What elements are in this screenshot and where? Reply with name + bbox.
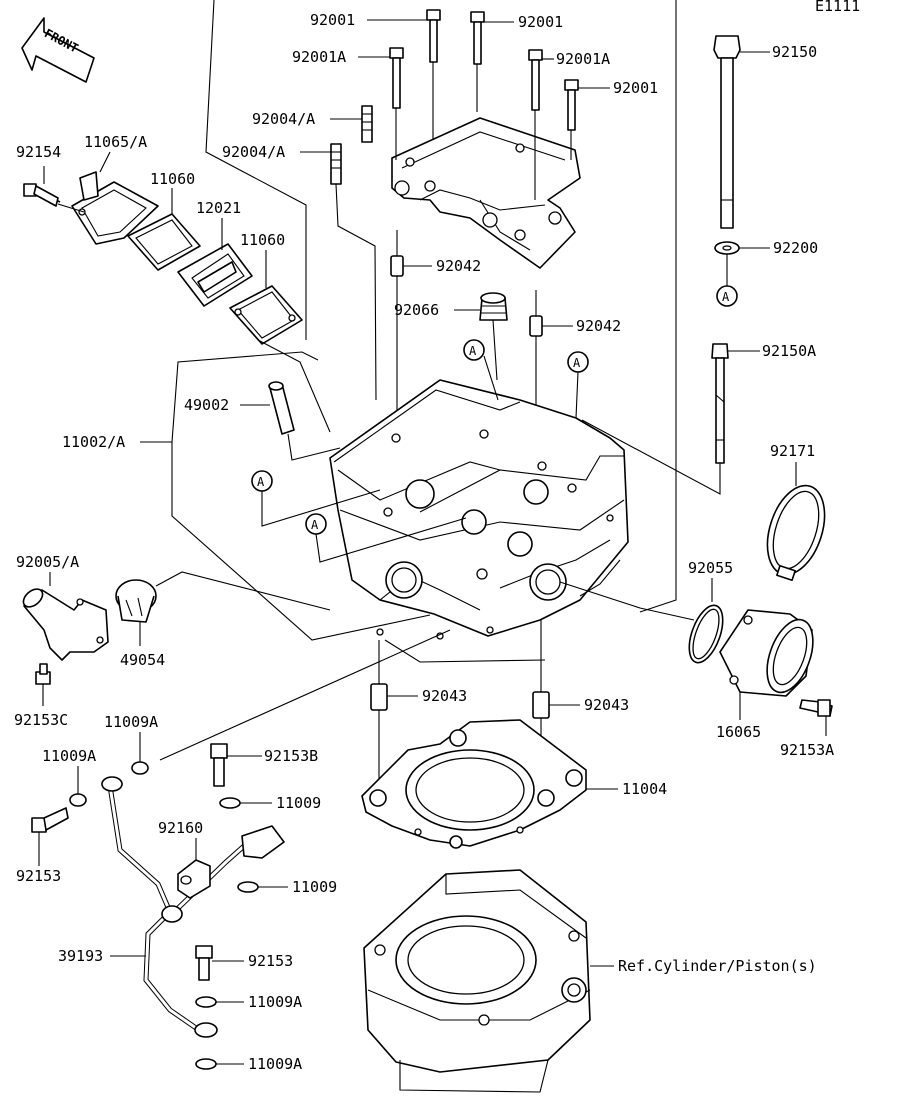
label-92001A: 92001A	[292, 48, 346, 66]
label-11009A: 11009A	[104, 713, 158, 731]
label-92042: 92042	[576, 317, 621, 335]
label-92001A: 92001A	[556, 50, 610, 68]
outline-frame-lines	[171, 0, 677, 663]
washer-11009A-3	[195, 996, 217, 1008]
diagram-code: E1111	[815, 0, 860, 15]
washer-11009-1	[219, 797, 241, 809]
cylinder-head-11002	[329, 379, 629, 640]
bolt-92153-bottom	[195, 945, 213, 981]
label-92153C: 92153C	[14, 711, 68, 729]
label-92200: 92200	[773, 239, 818, 257]
label-92042: 92042	[436, 257, 481, 275]
bolt-92001-3	[564, 79, 579, 131]
label-92001: 92001	[518, 13, 563, 31]
dowel-pin-92042-1	[390, 255, 404, 277]
washer-92200	[714, 241, 740, 255]
part-labels: 92001 92001 92001A 92001A 92001 92150 92…	[14, 11, 834, 1073]
bolt-92153C	[35, 663, 51, 685]
cylinder-reference	[363, 869, 591, 1093]
dowel-92043-2	[532, 691, 550, 719]
label-92004A: 92004/A	[222, 143, 285, 161]
label-92150A: 92150A	[762, 342, 816, 360]
dowel-92043-1	[370, 683, 388, 711]
stud-bolt-92150A	[711, 343, 729, 464]
bolt-92153-left	[31, 807, 69, 833]
label-11009A: 11009A	[42, 747, 96, 765]
label-92001: 92001	[310, 11, 355, 29]
label-92150: 92150	[772, 43, 817, 61]
label-11004: 11004	[622, 780, 667, 798]
label-92153A: 92153A	[780, 741, 834, 759]
label-92001: 92001	[613, 79, 658, 97]
bolt-92001-2	[470, 11, 485, 65]
head-gasket-11004	[361, 719, 587, 849]
front-arrow-icon: FRONT	[21, 17, 95, 83]
label-39193: 39193	[58, 947, 103, 965]
washer-11009A-2	[69, 793, 87, 807]
label-92153B: 92153B	[264, 747, 318, 765]
ref-marker-a: A	[257, 475, 265, 489]
bolt-92153B	[210, 743, 228, 787]
camshaft-holder	[391, 117, 581, 269]
label-92043: 92043	[422, 687, 467, 705]
stud-bolt-92150	[713, 35, 741, 229]
label-92154: 92154	[16, 143, 61, 161]
thermostat-49054	[115, 579, 157, 623]
ref-marker-group: A A A A	[251, 339, 589, 563]
ref-marker-a: A	[469, 344, 477, 358]
leader-lines	[395, 62, 572, 200]
label-92043: 92043	[584, 696, 629, 714]
label-92055: 92055	[688, 559, 733, 577]
label-11009A: 11009A	[248, 1055, 302, 1073]
label-16065: 16065	[716, 723, 761, 741]
label-92004A: 92004/A	[252, 110, 315, 128]
label-12021: 12021	[196, 199, 241, 217]
dowel-pin-92042-2	[529, 315, 543, 337]
clamp-92171	[766, 484, 826, 582]
bolt-92001A-2	[528, 49, 543, 111]
o-ring-92055	[688, 604, 724, 664]
label-11060: 11060	[240, 231, 285, 249]
dowel-92004-1	[361, 105, 373, 143]
label-92171: 92171	[770, 442, 815, 460]
ref-marker-a: A	[573, 356, 581, 370]
bolt-92154	[23, 183, 61, 207]
reed-valve-12021	[177, 243, 253, 307]
label-92005A: 92005/A	[16, 553, 79, 571]
ref-marker-a: A	[311, 518, 319, 532]
washer-11009A-1	[131, 761, 149, 775]
cover-11065	[71, 171, 159, 245]
label-11065A: 11065/A	[84, 133, 147, 151]
water-outlet-92005	[22, 588, 109, 661]
label-92066: 92066	[394, 301, 439, 319]
label-92153: 92153	[16, 867, 61, 885]
label-11002A: 11002/A	[62, 433, 125, 451]
label-92153: 92153	[248, 952, 293, 970]
label-ref-cylinder-piston: Ref.Cylinder/Piston(s)	[618, 957, 817, 975]
valve-49002	[268, 381, 295, 435]
label-11009: 11009	[292, 878, 337, 896]
label-11009: 11009	[276, 794, 321, 812]
label-49054: 49054	[120, 651, 165, 669]
gasket-11060-2	[229, 285, 303, 345]
ref-marker-a: A	[722, 290, 730, 304]
label-11009A: 11009A	[248, 993, 302, 1011]
bolt-92153A	[799, 699, 833, 717]
washer-11009-2	[237, 881, 259, 893]
washer-11009A-4	[195, 1058, 217, 1070]
label-49002: 49002	[184, 396, 229, 414]
banjo-92160	[177, 859, 211, 899]
label-92160: 92160	[158, 819, 203, 837]
plug-92066	[479, 292, 508, 321]
bolt-92001A-1	[389, 47, 404, 109]
bolt-92001-1	[426, 9, 441, 63]
dowel-92004-2	[330, 143, 342, 185]
gasket-11060-1	[127, 213, 201, 271]
intake-holder-16065	[719, 609, 814, 697]
label-11060: 11060	[150, 170, 195, 188]
label-leaders	[43, 19, 770, 1065]
